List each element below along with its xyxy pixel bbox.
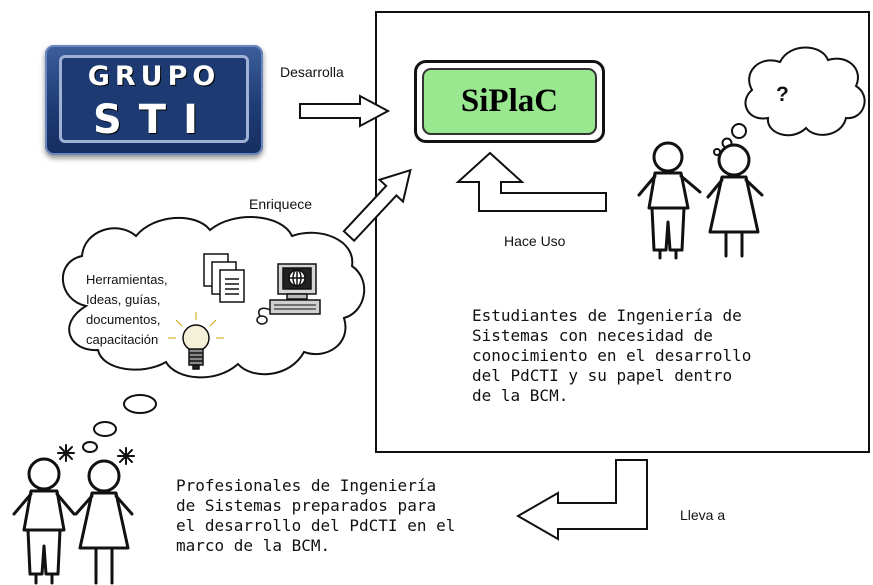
professionals-line: Profesionales de Ingeniería — [176, 476, 437, 495]
professionals-line: el desarrollo del PdCTI en el — [176, 516, 456, 535]
leads-to-arrow — [515, 459, 648, 541]
professionals-figures — [12, 444, 135, 585]
question-mark: ? — [776, 83, 789, 106]
documents-icon — [203, 253, 245, 303]
students-line: Sistemas con necesidad de — [472, 326, 713, 345]
computer-icon — [256, 263, 321, 325]
uses-arrow — [455, 151, 607, 212]
lightbulb-icon — [168, 312, 224, 370]
develops-arrow — [299, 94, 391, 128]
uses-label: Hace Uso — [504, 233, 566, 249]
enriches-arrow — [342, 168, 412, 243]
siplac-system-box: SiPlaC — [414, 60, 605, 143]
resources-line: Ideas, guías, — [86, 292, 161, 307]
logo-line-grupo: GRUPO — [87, 61, 221, 92]
logo-line-sti: STI — [93, 97, 215, 143]
professionals-line: marco de la BCM. — [176, 536, 331, 555]
students-line: del PdCTI y su papel dentro — [472, 366, 733, 385]
logo-panel: GRUPO STI — [59, 55, 249, 143]
students-line: Estudiantes de Ingeniería de — [472, 306, 742, 325]
resources-cloud — [62, 216, 366, 453]
professionals-description: Profesionales de Ingeniería de Sistemas … — [176, 476, 455, 556]
resources-text: Herramientas, Ideas, guías, documentos, … — [86, 270, 168, 350]
siplac-label: SiPlaC — [422, 68, 597, 135]
resources-line: capacitación — [86, 332, 159, 347]
students-description: Estudiantes de Ingeniería de Sistemas co… — [472, 306, 751, 406]
resources-line: documentos, — [86, 312, 161, 327]
resources-line: Herramientas, — [86, 272, 168, 287]
enriches-label: Enriquece — [249, 196, 313, 212]
professionals-line: de Sistemas preparados para — [176, 496, 437, 515]
students-figures — [637, 141, 764, 260]
develops-label: Desarrolla — [280, 64, 344, 80]
leads-to-label: Lleva a — [680, 507, 726, 523]
students-line: de la BCM. — [472, 386, 569, 405]
grupo-sti-logo: GRUPO STI — [45, 45, 263, 155]
students-line: conocimiento en el desarrollo — [472, 346, 752, 365]
